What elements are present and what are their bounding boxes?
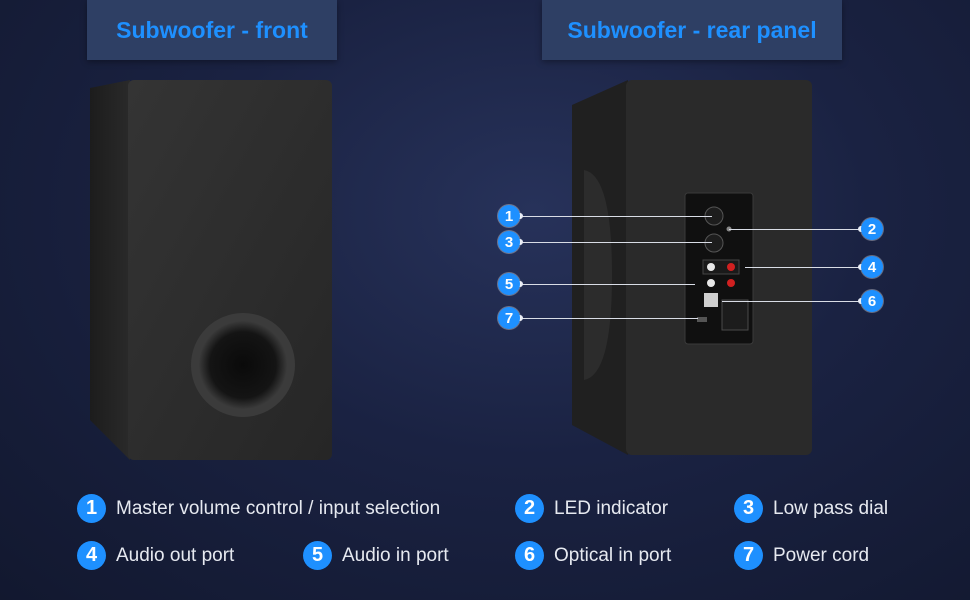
legend-item-2: 2 LED indicator bbox=[515, 494, 668, 523]
legend-number-5: 5 bbox=[303, 541, 332, 570]
low-pass-knob bbox=[704, 233, 724, 253]
legend-number-6: 6 bbox=[515, 541, 544, 570]
callout-2-badge: 2 bbox=[861, 218, 883, 240]
callout-5-line bbox=[517, 281, 695, 287]
callout-7-badge: 7 bbox=[498, 307, 520, 329]
legend-number-1: 1 bbox=[77, 494, 106, 523]
legend-item-4: 4 Audio out port bbox=[77, 541, 234, 570]
power-cord-socket bbox=[697, 317, 707, 322]
rear-title: Subwoofer - rear panel bbox=[542, 0, 842, 60]
legend-label-6: Optical in port bbox=[554, 544, 672, 566]
legend-item-1: 1 Master volume control / input selectio… bbox=[77, 494, 440, 523]
callout-6-line bbox=[722, 298, 864, 304]
callout-4-badge: 4 bbox=[861, 256, 883, 278]
rear-speaker bbox=[572, 80, 812, 455]
rear-title-text: Subwoofer - rear panel bbox=[567, 16, 817, 43]
callout-1-badge: 1 bbox=[498, 205, 520, 227]
legend-label-5: Audio in port bbox=[342, 544, 449, 566]
audio-in-red bbox=[727, 279, 735, 287]
side-driver-recess bbox=[584, 170, 612, 380]
legend-number-2: 2 bbox=[515, 494, 544, 523]
legend-label-1: Master volume control / input selection bbox=[116, 497, 441, 519]
legend-number-3: 3 bbox=[734, 494, 763, 523]
callout-1-line bbox=[517, 213, 712, 219]
spec-label bbox=[721, 299, 749, 331]
callout-2-line bbox=[729, 226, 864, 232]
legend-item-5: 5 Audio in port bbox=[303, 541, 449, 570]
front-title-text: Subwoofer - front bbox=[116, 16, 308, 43]
legend-number-7: 7 bbox=[734, 541, 763, 570]
legend-label-4: Audio out port bbox=[116, 544, 235, 566]
callout-4-line bbox=[745, 264, 864, 270]
front-speaker bbox=[90, 80, 332, 460]
audio-in-white bbox=[707, 279, 715, 287]
legend-label-3: Low pass dial bbox=[773, 497, 889, 519]
legend-label-7: Power cord bbox=[773, 544, 870, 566]
front-title: Subwoofer - front bbox=[87, 0, 337, 60]
callout-3-line bbox=[517, 239, 712, 245]
optical-port bbox=[704, 293, 718, 307]
legend-number-4: 4 bbox=[77, 541, 106, 570]
legend-item-7: 7 Power cord bbox=[734, 541, 869, 570]
callout-5-badge: 5 bbox=[498, 273, 520, 295]
callout-7-line bbox=[517, 315, 698, 321]
front-speaker-side bbox=[90, 80, 130, 460]
legend-item-6: 6 Optical in port bbox=[515, 541, 671, 570]
bass-port bbox=[199, 321, 287, 409]
legend-item-3: 3 Low pass dial bbox=[734, 494, 888, 523]
callout-6-badge: 6 bbox=[861, 290, 883, 312]
callout-3-badge: 3 bbox=[498, 231, 520, 253]
legend-label-2: LED indicator bbox=[554, 497, 669, 519]
